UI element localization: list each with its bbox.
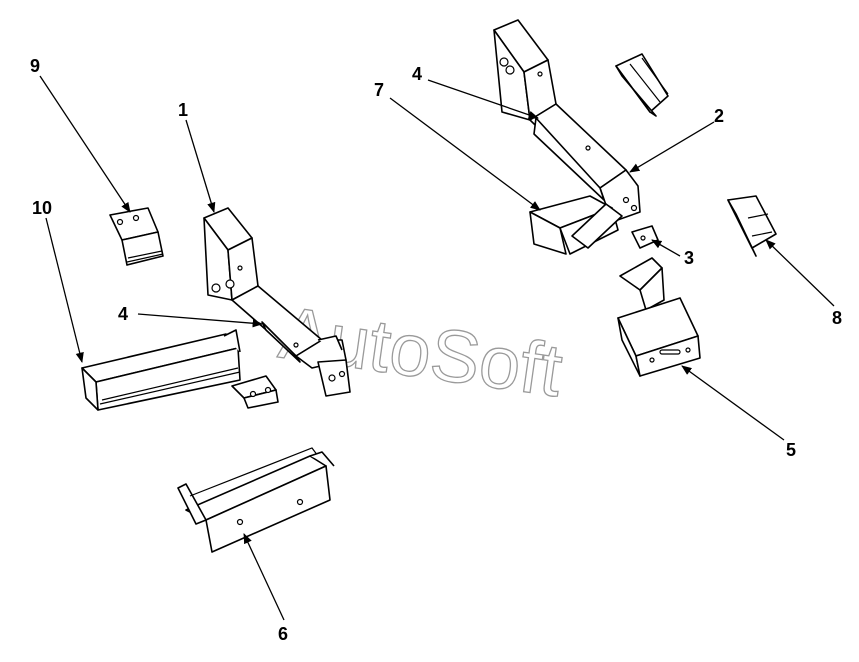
leader-4a — [137, 313, 264, 328]
callout-1: 1 — [178, 100, 188, 120]
leader-8 — [765, 239, 835, 307]
part-5-mount — [617, 257, 701, 377]
leader-10 — [45, 217, 84, 364]
leader-3 — [651, 239, 681, 257]
leader-1 — [185, 119, 216, 213]
leader-7 — [389, 97, 541, 211]
callout-9: 9 — [30, 56, 40, 76]
callout-6: 6 — [278, 624, 288, 644]
part-8-bracket — [727, 195, 777, 257]
leader-2 — [629, 121, 715, 173]
part-7-housing — [529, 195, 623, 255]
leader-5 — [681, 365, 785, 441]
part-bracket-upper-right — [615, 53, 669, 117]
part-6-cover — [177, 447, 335, 553]
callout-4-left: 4 — [118, 304, 128, 324]
leader-6 — [243, 533, 285, 621]
leader-4b — [427, 79, 539, 119]
callout-8: 8 — [832, 308, 842, 328]
leader-9 — [39, 75, 131, 213]
callout-4-right: 4 — [412, 64, 422, 84]
part-3-plate — [631, 225, 659, 249]
callout-10: 10 — [32, 198, 52, 218]
part-9-bracket — [109, 207, 164, 266]
callout-5: 5 — [786, 440, 796, 460]
callout-7: 7 — [374, 80, 384, 100]
part-clip-small — [231, 375, 279, 409]
leader-lines — [39, 75, 835, 621]
callout-3: 3 — [684, 248, 694, 268]
callout-2: 2 — [714, 106, 724, 126]
part-10-plate — [81, 329, 241, 411]
callout-labels: 9 1 10 4 4 7 2 3 8 5 6 — [30, 56, 842, 644]
part-1-frame — [203, 207, 351, 397]
